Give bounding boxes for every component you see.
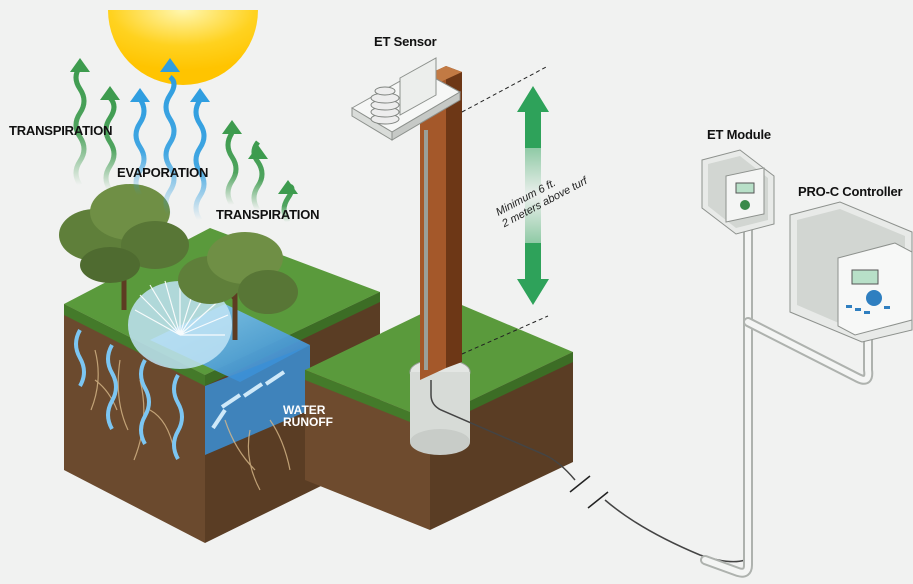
pro-c-controller-device <box>789 201 913 343</box>
et-sensor-device <box>351 57 462 370</box>
et-sensor-label: ET Sensor <box>374 34 437 49</box>
soil-block-left <box>59 184 380 543</box>
post-footing <box>409 358 471 455</box>
tree-right <box>178 232 298 340</box>
height-indicator <box>461 65 549 355</box>
transpiration-label-left: TRANSPIRATION <box>9 123 113 138</box>
et-module-label: ET Module <box>707 127 771 142</box>
sensor-cable <box>430 380 746 563</box>
transpiration-label-right: TRANSPIRATION <box>216 207 320 222</box>
sun <box>108 10 258 85</box>
water-runoff-label: WATER RUNOFF <box>283 404 333 428</box>
pro-c-controller-label: PRO-C Controller <box>798 184 903 199</box>
evaporation-label: EVAPORATION <box>117 165 209 180</box>
conduit-pipe <box>700 223 874 578</box>
et-module-device <box>701 149 775 235</box>
transpiration-arrowheads <box>70 58 298 194</box>
water-runoff-line-2: RUNOFF <box>283 415 333 429</box>
evaporation-arrows <box>133 75 207 222</box>
water-runoff-line-1: WATER <box>283 403 326 417</box>
evaporation-arrowheads <box>130 58 210 102</box>
tree-left <box>59 184 189 310</box>
